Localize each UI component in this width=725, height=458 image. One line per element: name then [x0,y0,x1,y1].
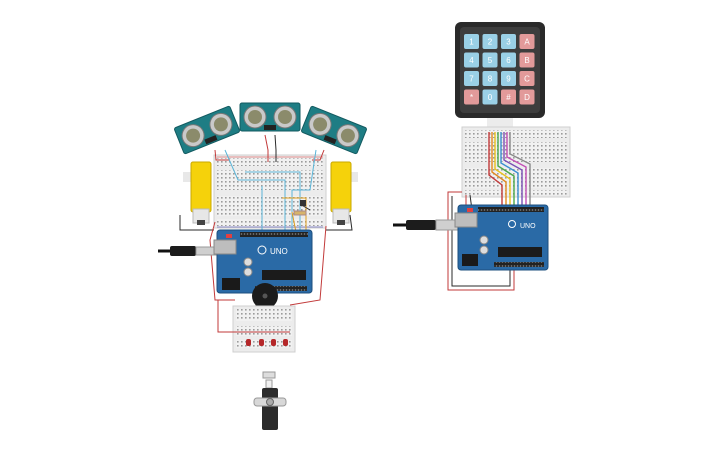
keypad-key-8[interactable]: 7 [464,71,479,86]
dc-motor-left[interactable] [183,161,212,225]
board-label-right: UNO [520,223,536,230]
servo-motor[interactable] [253,371,287,430]
keypad-key-label: B [524,56,529,65]
board-label-left: UNO [270,247,288,256]
keypad-key-label: 8 [488,75,493,84]
keypad-key-10[interactable]: 9 [501,71,516,86]
keypad-key-4[interactable]: 4 [464,52,479,68]
ultrasonic-sensor-right[interactable] [301,105,367,155]
breadboard-left-main[interactable] [213,154,327,229]
keypad-key-label: A [524,38,530,47]
keypad-key-13[interactable]: 0 [482,89,498,105]
keypad-key-label: # [506,93,511,102]
keypad-key-3[interactable]: A [519,34,535,49]
keypad-key-label: 9 [506,75,511,84]
keypad-key-9[interactable]: 8 [482,71,498,86]
keypad-key-14[interactable]: # [501,89,516,105]
usb-cable-right[interactable] [393,219,459,231]
dc-motor-right[interactable] [330,161,358,225]
breadboard-right[interactable] [461,126,571,198]
keypad-wires [488,132,531,212]
keypad-key-label: 1 [469,38,474,47]
keypad-key-label: 7 [469,75,474,84]
keypad-key-12[interactable]: * [464,89,479,105]
keypad-key-0[interactable]: 1 [464,34,479,49]
keypad-key-6[interactable]: 6 [501,52,516,68]
usb-cable-left[interactable] [158,246,217,256]
keypad-key-15[interactable]: D [519,89,535,105]
keypad-key-label: 6 [506,56,511,65]
arduino-uno-right[interactable]: UNO [454,204,549,271]
keypad-key-label: 4 [469,56,474,65]
arduino-uno-left[interactable]: UNO [213,229,313,294]
keypad-key-2[interactable]: 3 [501,34,516,49]
keypad-key-label: 0 [488,93,493,102]
ultrasonic-sensor-center[interactable] [239,102,301,132]
keypad-key-7[interactable]: B [519,52,535,68]
wires-left-top [179,134,353,306]
keypad-key-label: 5 [488,56,493,65]
keypad-key-label: 3 [506,38,511,47]
transistor[interactable] [293,200,307,216]
keypad-key-label: C [524,75,530,84]
keypad-key-label: * [470,93,473,102]
ultrasonic-sensor-left[interactable] [174,105,240,155]
keypad-key-5[interactable]: 5 [482,52,498,68]
led-array[interactable] [217,300,290,346]
keypad-key-label: D [524,93,530,102]
keypad-4x4[interactable]: 1 2 3 A 4 5 6 B 7 8 9 C * 0 # D [455,22,545,118]
keypad-key-11[interactable]: C [519,71,535,86]
keypad-key-label: 2 [488,38,493,47]
keypad-key-1[interactable]: 2 [482,34,498,49]
